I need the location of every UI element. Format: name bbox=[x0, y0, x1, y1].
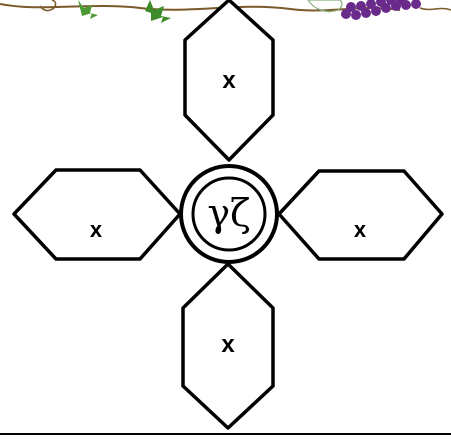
grape-cluster bbox=[341, 0, 421, 20]
center-inner-ring bbox=[191, 176, 267, 252]
center-label: γζ bbox=[207, 191, 250, 235]
grapevine-icon bbox=[0, 0, 451, 23]
center-node: γζ bbox=[179, 164, 279, 264]
arm-top-label: x bbox=[222, 67, 236, 94]
arm-left-shape bbox=[12, 168, 182, 261]
arm-left: x bbox=[12, 168, 182, 261]
leaf-center bbox=[145, 0, 171, 23]
arm-left-label: x bbox=[90, 217, 103, 242]
vine-tendril-right bbox=[419, 7, 451, 11]
leaf-left bbox=[78, 0, 98, 19]
vine-stem bbox=[0, 3, 401, 12]
arm-bottom-shape bbox=[181, 262, 275, 430]
leaf-right bbox=[307, 0, 343, 13]
vine-curl bbox=[39, 0, 57, 12]
arm-top: x bbox=[183, 0, 275, 162]
arm-top-shape bbox=[183, 0, 275, 162]
arm-right-shape bbox=[277, 169, 444, 261]
arm-right-label: x bbox=[354, 217, 367, 242]
arm-right: x bbox=[277, 169, 444, 261]
arm-bottom-label: x bbox=[221, 331, 235, 358]
arm-bottom: x bbox=[181, 262, 275, 430]
